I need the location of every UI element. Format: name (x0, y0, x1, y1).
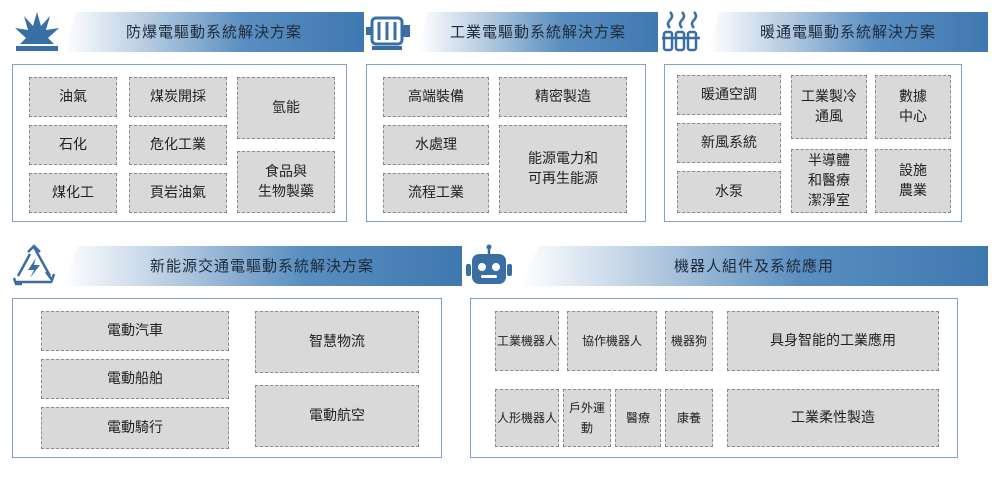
cell-item: 電動汽車 (41, 311, 229, 351)
motor-icon (364, 10, 416, 54)
banner-new-energy-transport: 新能源交通電驅動系統解決方案 (62, 246, 462, 286)
panel-explosion-proof: 油氣 煤炭開採 氫能 石化 危化工業 食品與 生物製藥 煤化工 頁岩油氣 (12, 64, 347, 222)
cell-item: 康養 (665, 389, 713, 447)
cell-item: 頁岩油氣 (129, 173, 227, 213)
cell-item: 電動航空 (255, 385, 419, 447)
banner-hvac: 暖通電驅動系統解決方案 (708, 12, 988, 52)
explosion-icon (12, 8, 62, 54)
cell-item: 工業機器人 (495, 311, 559, 371)
cell-item: 能源電力和 可再生能源 (499, 125, 627, 213)
cell-item: 油氣 (29, 77, 117, 117)
cell-item: 高端裝備 (383, 77, 489, 117)
section-title: 暖通電驅動系統解決方案 (759, 23, 936, 41)
cell-item: 工業柔性製造 (727, 389, 939, 447)
panel-industrial: 高端裝備 精密製造 水處理 能源電力和 可再生能源 流程工業 (366, 64, 646, 222)
cell-item: 數據 中心 (875, 75, 951, 139)
recycle-bolt-icon (10, 244, 58, 290)
radiator-icon (660, 8, 704, 54)
banner-industrial: 工業電驅動系統解決方案 (418, 12, 658, 52)
cell-item: 醫療 (615, 389, 661, 447)
cell-item: 人形機器人 (495, 389, 559, 447)
cell-item: 食品與 生物製藥 (237, 151, 335, 213)
cell-item: 設施 農業 (875, 149, 951, 213)
cell-item: 暖通空調 (677, 75, 781, 115)
cell-item: 電動船舶 (41, 359, 229, 399)
section-title: 新能源交通電驅動系統解決方案 (149, 257, 374, 275)
cell-item: 水處理 (383, 125, 489, 165)
cell-item: 煤炭開採 (129, 77, 227, 117)
banner-explosion-proof: 防爆電驅動系統解決方案 (64, 12, 364, 52)
cell-item: 工業製冷 通風 (791, 75, 867, 139)
cell-item: 精密製造 (499, 77, 627, 117)
panel-new-energy-transport: 電動汽車 智慧物流 電動船舶 電動航空 電動騎行 (12, 298, 442, 458)
section-title: 機器人組件及系統應用 (673, 257, 834, 275)
cell-item: 半導體 和醫療 潔淨室 (791, 149, 867, 213)
cell-item: 石化 (29, 125, 117, 165)
cell-item: 智慧物流 (255, 311, 419, 373)
robot-icon (464, 244, 514, 290)
panel-hvac: 暖通空調 工業製冷 通風 數據 中心 新風系統 半導體 和醫療 潔淨室 設施 農… (664, 64, 962, 222)
cell-item: 戶外運動 (563, 389, 611, 447)
cell-item: 電動騎行 (41, 407, 229, 449)
section-title: 防爆電驅動系統解決方案 (125, 23, 302, 41)
cell-item: 機器狗 (665, 311, 713, 371)
cell-item: 水泵 (677, 171, 781, 213)
cell-item: 具身智能的工業應用 (727, 311, 939, 371)
cell-item: 協作機器人 (567, 311, 657, 371)
section-title: 工業電驅動系統解決方案 (449, 23, 626, 41)
cell-item: 煤化工 (29, 173, 117, 213)
cell-item: 危化工業 (129, 125, 227, 165)
panel-robotics: 工業機器人 協作機器人 機器狗 具身智能的工業應用 人形機器人 戶外運動 醫療 … (470, 298, 958, 458)
cell-item: 流程工業 (383, 173, 489, 213)
banner-robotics: 機器人組件及系統應用 (520, 246, 988, 286)
cell-item: 新風系統 (677, 123, 781, 163)
cell-item: 氫能 (237, 77, 335, 139)
